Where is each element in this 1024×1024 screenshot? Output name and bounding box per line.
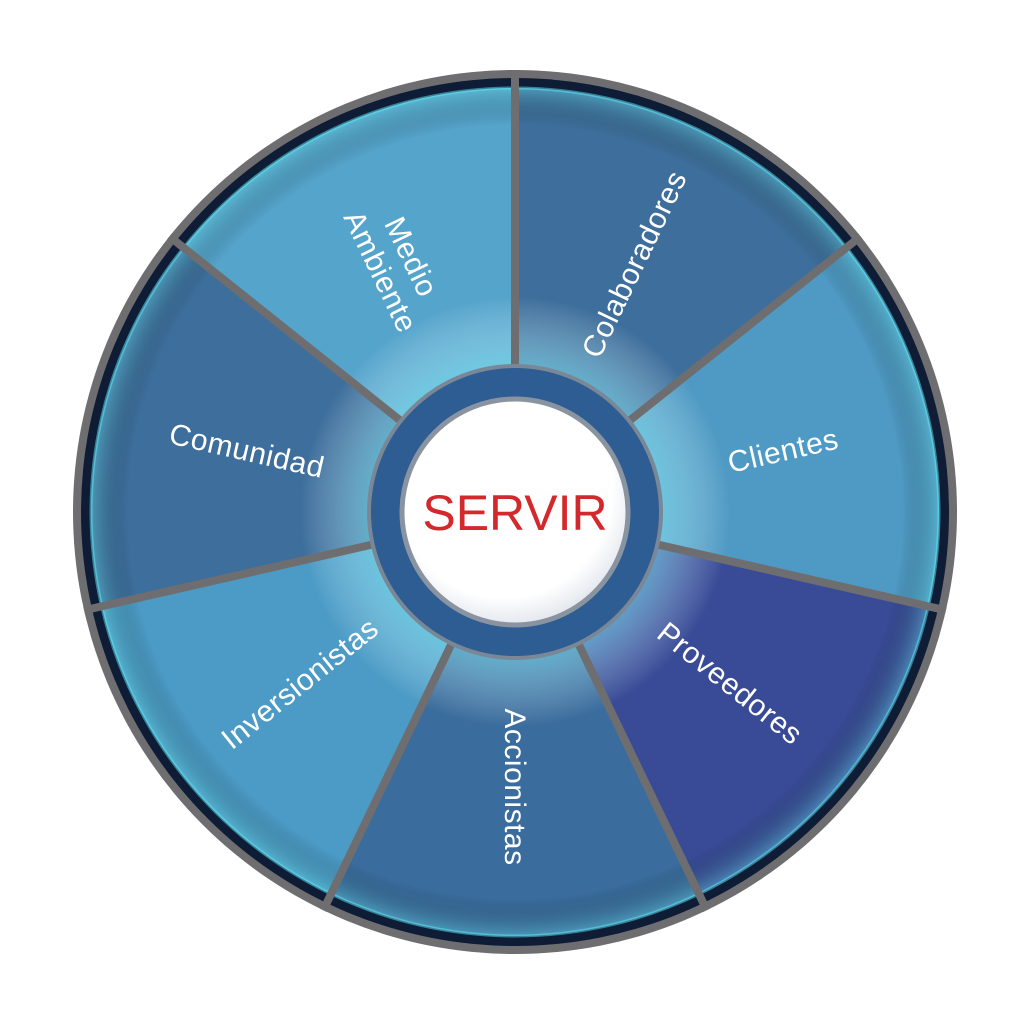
center-label: SERVIR — [422, 485, 607, 541]
segment-divider — [650, 539, 947, 615]
label-line: Accionistas — [498, 708, 531, 865]
label-accionistas: Accionistas — [498, 708, 531, 865]
segment-divider — [83, 539, 380, 615]
segment-divider — [621, 233, 864, 428]
hub-center — [399, 396, 631, 628]
segment-divider — [572, 636, 711, 912]
segment-divider — [319, 636, 458, 912]
segment-divider — [166, 233, 409, 428]
